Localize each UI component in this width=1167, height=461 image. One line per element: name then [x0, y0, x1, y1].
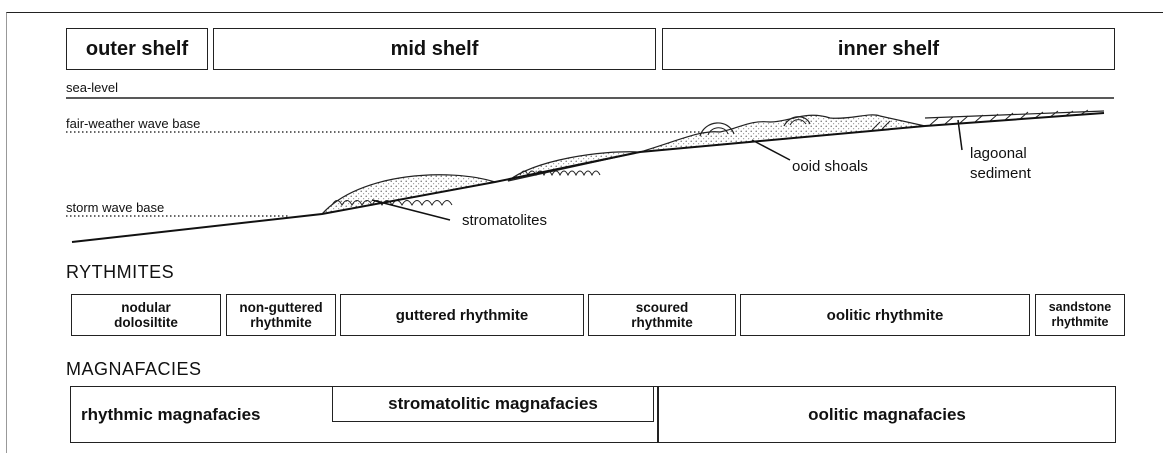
- lagoonal-label-line2: sediment: [970, 165, 1031, 182]
- guttered-rhythmite-box: guttered rhythmite: [340, 294, 584, 336]
- ooid-shoal-area: [640, 115, 925, 152]
- stromatolitic-magnafacies-box: stromatolitic magnafacies: [332, 386, 654, 422]
- magnafacies-heading: MAGNAFACIES: [66, 359, 202, 380]
- oolitic-rhythmite-label: oolitic rhythmite: [827, 308, 944, 323]
- nodular-dolosiltite-box: nodular dolosiltite: [71, 294, 221, 336]
- sandstone-line1: sandstone: [1049, 300, 1112, 315]
- stromatolite-mound-1: [322, 175, 495, 214]
- guttered-label: guttered rhythmite: [396, 308, 529, 323]
- stromatolites-label: stromatolites: [462, 212, 547, 229]
- nonguttered-line2: rhythmite: [250, 315, 312, 330]
- non-guttered-rhythmite-box: non-guttered rhythmite: [226, 294, 336, 336]
- nodular-line1: nodular: [121, 300, 171, 315]
- scoured-rhythmite-box: scoured rhythmite: [588, 294, 736, 336]
- storm-wave-base-label: storm wave base: [66, 200, 164, 215]
- ooid-shoals-label: ooid shoals: [792, 158, 868, 175]
- fair-weather-wave-base-label: fair-weather wave base: [66, 116, 200, 131]
- oolitic-magnafacies-box: oolitic magnafacies: [658, 386, 1116, 443]
- lagoonal-leader: [958, 120, 962, 150]
- rythmites-heading: RYTHMITES: [66, 262, 174, 283]
- sandstone-line2: rhythmite: [1052, 315, 1109, 330]
- lagoonal-label-line1: lagoonal: [970, 145, 1027, 162]
- scoured-line1: scoured: [636, 300, 689, 315]
- oolitic-magnafacies-label: oolitic magnafacies: [808, 405, 966, 425]
- sandstone-rhythmite-box: sandstone rhythmite: [1035, 294, 1125, 336]
- stromatolitic-magnafacies-label: stromatolitic magnafacies: [388, 394, 598, 414]
- ooid-shoals-leader: [752, 140, 790, 160]
- nodular-line2: dolosiltite: [114, 315, 178, 330]
- sea-level-label: sea-level: [66, 80, 118, 95]
- oolitic-rhythmite-box: oolitic rhythmite: [740, 294, 1030, 336]
- scoured-line2: rhythmite: [631, 315, 693, 330]
- rhythmic-magnafacies-label: rhythmic magnafacies: [81, 405, 261, 425]
- nonguttered-line1: non-guttered: [239, 300, 322, 315]
